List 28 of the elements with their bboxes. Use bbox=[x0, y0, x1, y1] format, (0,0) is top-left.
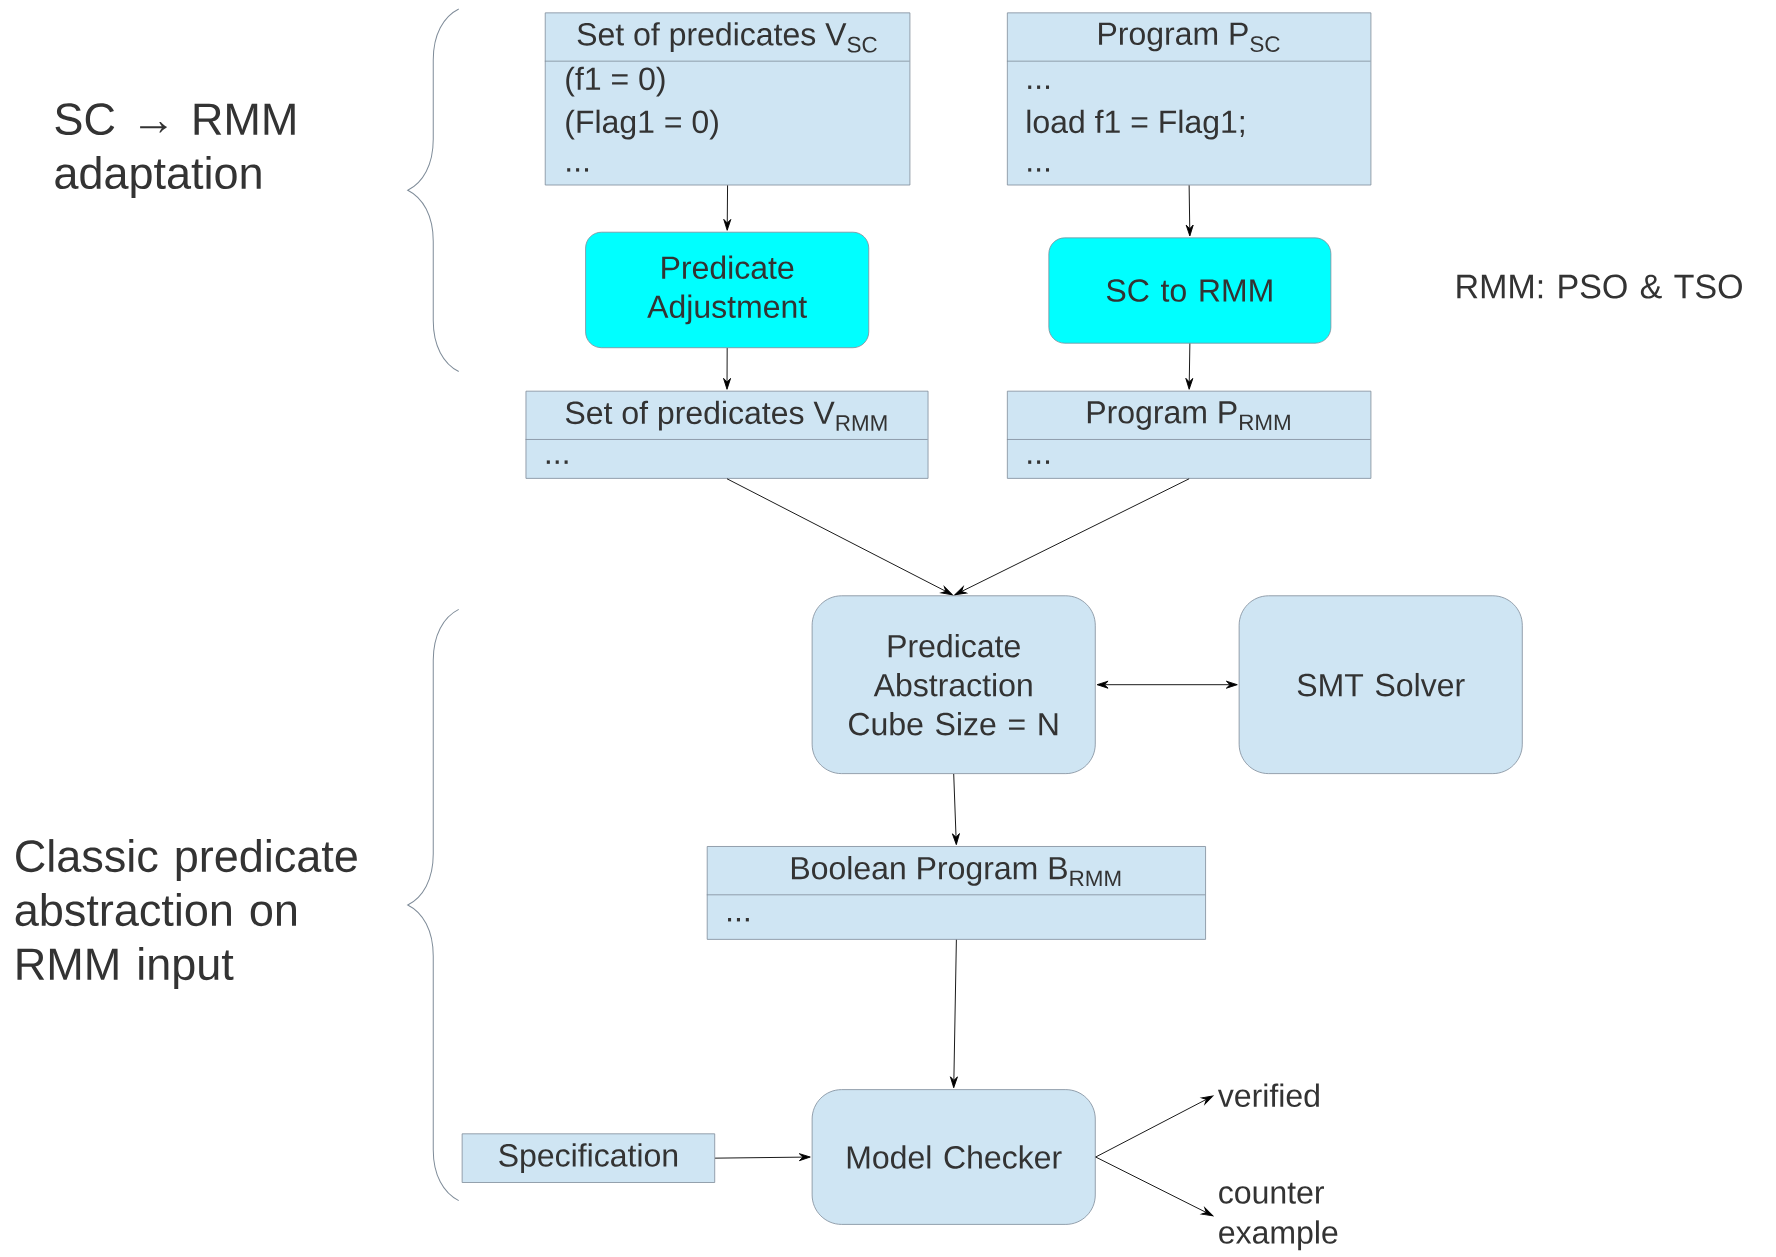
section-label: RMM: PSO & TSO bbox=[1457, 274, 1742, 299]
arrow bbox=[1185, 343, 1194, 390]
table-box: Program P$_{SC}$ ... load f1 = Flag1; ... bbox=[1006, 12, 1372, 186]
output-label: verified bbox=[1217, 1083, 1319, 1107]
arrow bbox=[1096, 680, 1238, 689]
table-box: Boolean Program B$_{RMM}$ ... bbox=[706, 846, 1206, 940]
arrow bbox=[1095, 1095, 1214, 1158]
table-box: Set of predicates V$_{RMM}$ ... bbox=[525, 390, 929, 479]
arrow bbox=[726, 478, 953, 596]
arrow bbox=[714, 1153, 811, 1162]
arrow bbox=[954, 478, 1190, 596]
table-box: Set of predicates V$_{SC}$ (f1 = 0) (Flag1 = 0) ... bbox=[544, 12, 911, 186]
output-label: counter example bbox=[1219, 1182, 1338, 1251]
process-box: SC to RMM bbox=[1048, 237, 1332, 344]
table-box: Program P$_{RMM}$ ... bbox=[1006, 390, 1372, 479]
arrow bbox=[1185, 184, 1194, 237]
arrow bbox=[723, 347, 732, 390]
section-label: SC → RMM adaptation bbox=[55, 103, 295, 198]
arrow bbox=[723, 184, 732, 231]
arrow bbox=[949, 939, 958, 1089]
process-box: Model Checker bbox=[811, 1089, 1096, 1225]
input-box: Specification bbox=[461, 1133, 716, 1183]
process-box: Predicate Abstraction Cube Size = N bbox=[811, 595, 1096, 774]
process-box: Predicate Adjustment bbox=[585, 231, 870, 348]
section-label: Classic predicate abstraction on RMM input bbox=[15, 839, 357, 989]
arrow bbox=[951, 773, 960, 845]
process-box: SMT Solver bbox=[1238, 595, 1523, 774]
arrow bbox=[1095, 1156, 1214, 1217]
